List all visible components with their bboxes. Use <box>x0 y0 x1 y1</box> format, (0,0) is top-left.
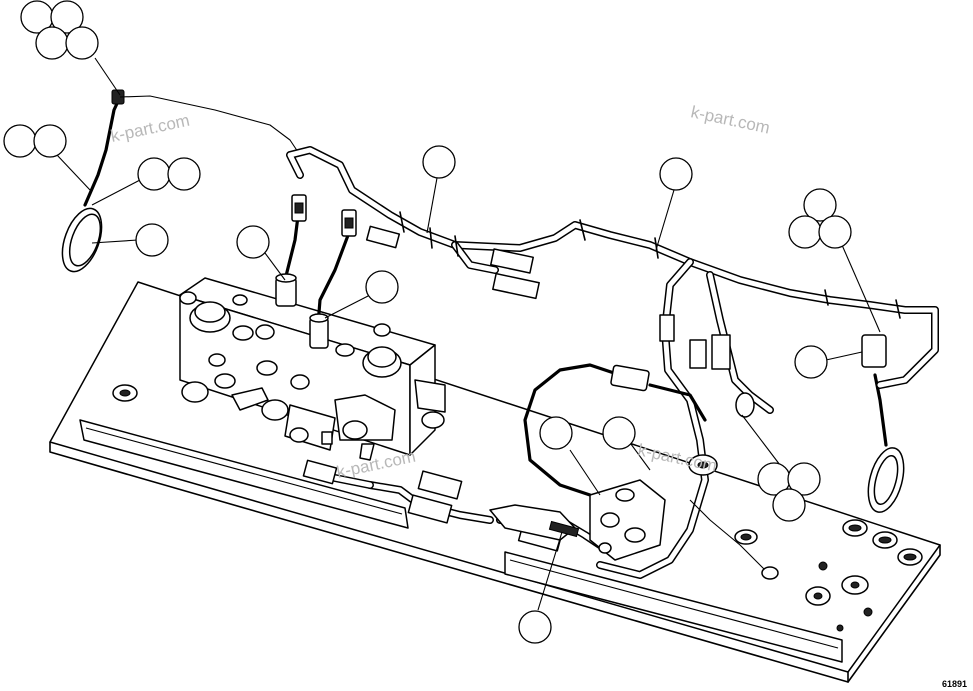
callout-balloon <box>787 462 821 496</box>
callout-balloon <box>818 215 852 249</box>
callout-balloon <box>794 345 828 379</box>
plate-holes <box>112 384 923 632</box>
left-sensor <box>61 89 125 273</box>
callout-balloon <box>137 157 171 191</box>
callout-balloon <box>803 188 837 222</box>
callout-balloons <box>3 0 852 644</box>
callout-balloon <box>3 124 37 158</box>
callout-balloon <box>518 610 552 644</box>
callout-balloon <box>539 416 573 450</box>
callout-balloon <box>167 157 201 191</box>
callout-balloon <box>135 223 169 257</box>
switch-assembly <box>589 392 755 561</box>
callout-balloon <box>65 26 99 60</box>
front-rail-right <box>504 551 843 663</box>
callout-balloon <box>788 215 822 249</box>
leader-lines <box>56 57 881 611</box>
right-sensor <box>861 334 905 513</box>
callout-balloon <box>659 157 693 191</box>
front-rail-left <box>79 419 409 529</box>
watermark-text: k-part.com <box>689 102 771 137</box>
callout-balloon <box>422 145 456 179</box>
callout-balloon <box>33 124 67 158</box>
callout-balloon <box>35 26 69 60</box>
watermark-text: k-part.com <box>109 111 191 146</box>
callout-balloon <box>602 416 636 450</box>
callout-balloon <box>50 0 84 34</box>
callout-balloon <box>772 488 806 522</box>
callout-balloon <box>365 270 399 304</box>
figure-number: 61891 <box>942 679 967 689</box>
callout-balloon <box>236 225 270 259</box>
connectors <box>275 194 731 552</box>
